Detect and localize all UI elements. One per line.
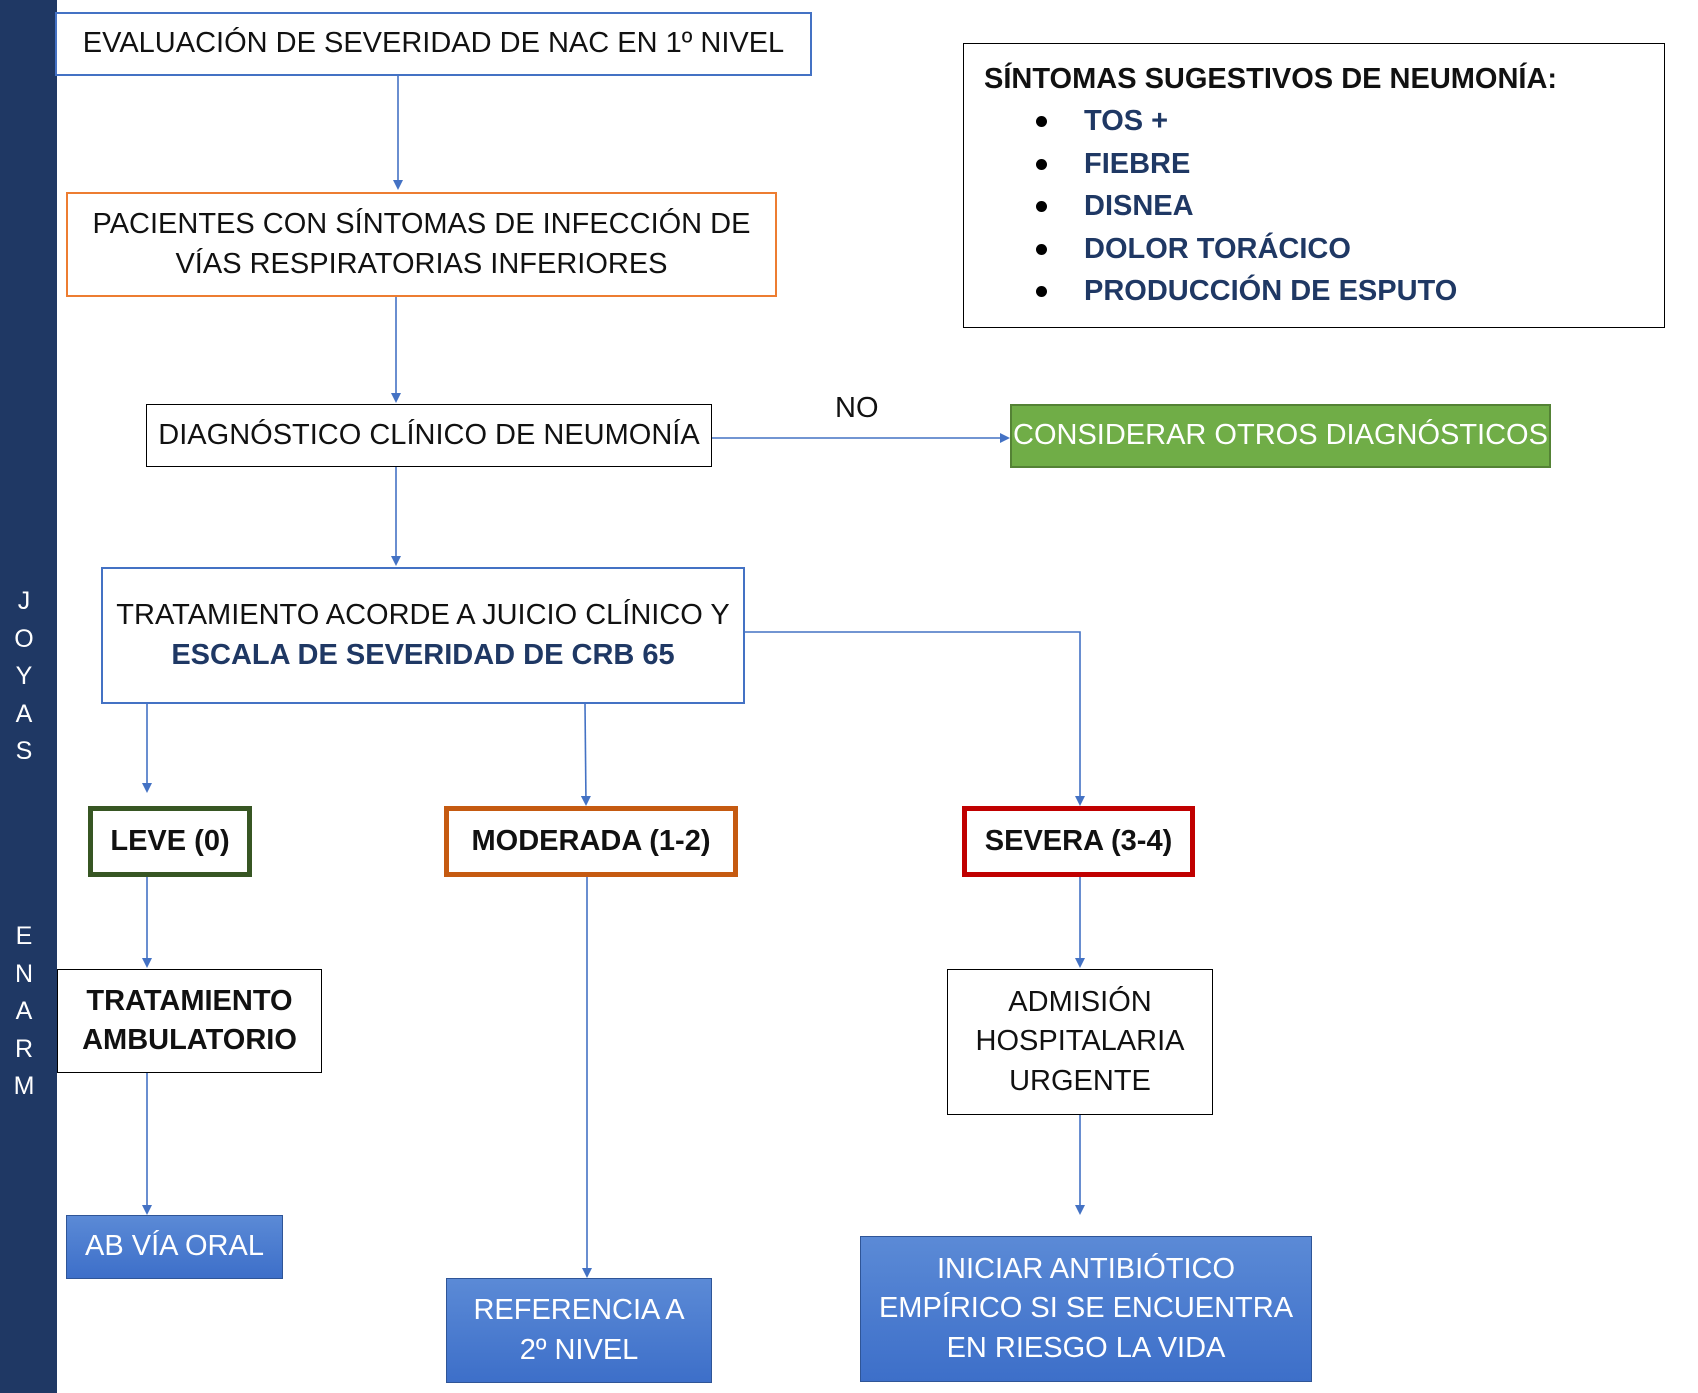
sidebar-band <box>0 0 57 1393</box>
symptoms-title: SÍNTOMAS SUGESTIVOS DE NEUMONÍA: <box>984 63 1558 95</box>
bullet-icon <box>1036 201 1047 212</box>
empiric-antibiotic-box: INICIAR ANTIBIÓTICO EMPÍRICO SI SE ENCUE… <box>860 1236 1312 1382</box>
bullet-icon <box>1036 116 1047 127</box>
hospital-admission-box: ADMISIÓN HOSPITALARIA URGENTE <box>947 969 1213 1115</box>
referral-text-line1: REFERENCIA A <box>473 1294 685 1327</box>
treatment-box: TRATAMIENTO ACORDE A JUICIO CLÍNICO Y ES… <box>101 567 745 704</box>
vertical-letter: M <box>13 1072 35 1100</box>
symptom-item: FIEBRE <box>984 143 1664 186</box>
vertical-letter: J <box>17 587 31 615</box>
vertical-letter: N <box>14 959 34 988</box>
crb65-scale-text: ESCALA DE SEVERIDAD DE CRB 65 <box>171 638 675 671</box>
empiric-text-line2: EMPÍRICO SI SE ENCUENTRA <box>878 1292 1294 1325</box>
oral-antibiotic-text: AB VÍA ORAL <box>85 1230 264 1263</box>
vertical-label-joyas: J O Y A S <box>0 583 48 771</box>
vertical-letter: O <box>14 624 34 653</box>
vertical-letter: S <box>15 737 33 765</box>
bullet-icon <box>1036 243 1047 255</box>
admission-text-line2: HOSPITALARIA <box>975 1025 1185 1058</box>
symptom-item: TOS + <box>984 100 1664 143</box>
treatment-text-line1: TRATAMIENTO ACORDE A JUICIO CLÍNICO Y <box>116 599 730 632</box>
vertical-letter: A <box>15 997 33 1025</box>
vertical-letter: A <box>15 699 33 728</box>
vertical-letter: R <box>14 1034 34 1063</box>
vertical-label-enarm: E N A R M <box>0 918 48 1106</box>
symptoms-box: SÍNTOMAS SUGESTIVOS DE NEUMONÍA: TOS + F… <box>963 43 1665 328</box>
mild-severity-text: LEVE (0) <box>110 824 230 857</box>
other-diagnoses-text: CONSIDERAR OTROS DIAGNÓSTICOS <box>1013 419 1548 452</box>
severe-severity-box: SEVERA (3-4) <box>962 806 1195 877</box>
symptoms-list: TOS + FIEBRE DISNEA DOLOR TORÁCICO PRODU… <box>984 100 1664 313</box>
ambulatory-text-line2: AMBULATORIO <box>82 1024 297 1056</box>
symptom-item: DOLOR TORÁCICO <box>984 228 1664 271</box>
patients-text-line2: VÍAS RESPIRATORIAS INFERIORES <box>175 247 668 280</box>
symptom-text: FIEBRE <box>1084 147 1191 180</box>
diagnosis-box: DIAGNÓSTICO CLÍNICO DE NEUMONÍA <box>146 404 712 467</box>
moderate-severity-text: MODERADA (1-2) <box>471 824 711 857</box>
patients-box: PACIENTES CON SÍNTOMAS DE INFECCIÓN DE V… <box>66 192 777 297</box>
oral-antibiotic-box: AB VÍA ORAL <box>66 1215 283 1279</box>
severe-severity-text: SEVERA (3-4) <box>984 824 1173 857</box>
bullet-icon <box>1036 286 1047 297</box>
admission-text-line3: URGENTE <box>1009 1064 1151 1097</box>
empiric-text-line3: EN RIESGO LA VIDA <box>946 1331 1226 1364</box>
arrow-treatment-to-severe <box>744 631 1085 806</box>
evaluation-text: EVALUACIÓN DE SEVERIDAD DE NAC EN 1º NIV… <box>82 27 785 60</box>
symptom-text: PRODUCCIÓN DE ESPUTO <box>1084 275 1458 307</box>
referral-box: REFERENCIA A 2º NIVEL <box>446 1278 712 1383</box>
no-label: NO <box>835 392 879 424</box>
ambulatory-text-line1: TRATAMIENTO <box>86 984 293 1017</box>
mild-severity-box: LEVE (0) <box>88 806 252 877</box>
vertical-letter: E <box>15 922 33 950</box>
moderate-severity-box: MODERADA (1-2) <box>444 806 738 877</box>
admission-text-line1: ADMISIÓN <box>1008 986 1152 1019</box>
other-diagnoses-box: CONSIDERAR OTROS DIAGNÓSTICOS <box>1010 404 1551 468</box>
symptom-item: DISNEA <box>984 185 1664 228</box>
symptom-item: PRODUCCIÓN DE ESPUTO <box>984 270 1664 313</box>
arrow-treatment-to-moderate <box>580 703 591 806</box>
evaluation-box: EVALUACIÓN DE SEVERIDAD DE NAC EN 1º NIV… <box>55 12 812 76</box>
ambulatory-treatment-box: TRATAMIENTO AMBULATORIO <box>57 969 322 1073</box>
symptom-text: TOS + <box>1084 105 1169 137</box>
symptom-text: DISNEA <box>1084 190 1194 222</box>
symptom-text: DOLOR TORÁCICO <box>1084 232 1351 265</box>
diagnosis-text: DIAGNÓSTICO CLÍNICO DE NEUMONÍA <box>158 418 700 451</box>
referral-text-line2: 2º NIVEL <box>519 1333 639 1366</box>
empiric-text-line1: INICIAR ANTIBIÓTICO <box>936 1253 1236 1286</box>
patients-text-line1: PACIENTES CON SÍNTOMAS DE INFECCIÓN DE <box>92 208 751 241</box>
vertical-letter: Y <box>15 662 33 690</box>
bullet-icon <box>1036 158 1047 170</box>
